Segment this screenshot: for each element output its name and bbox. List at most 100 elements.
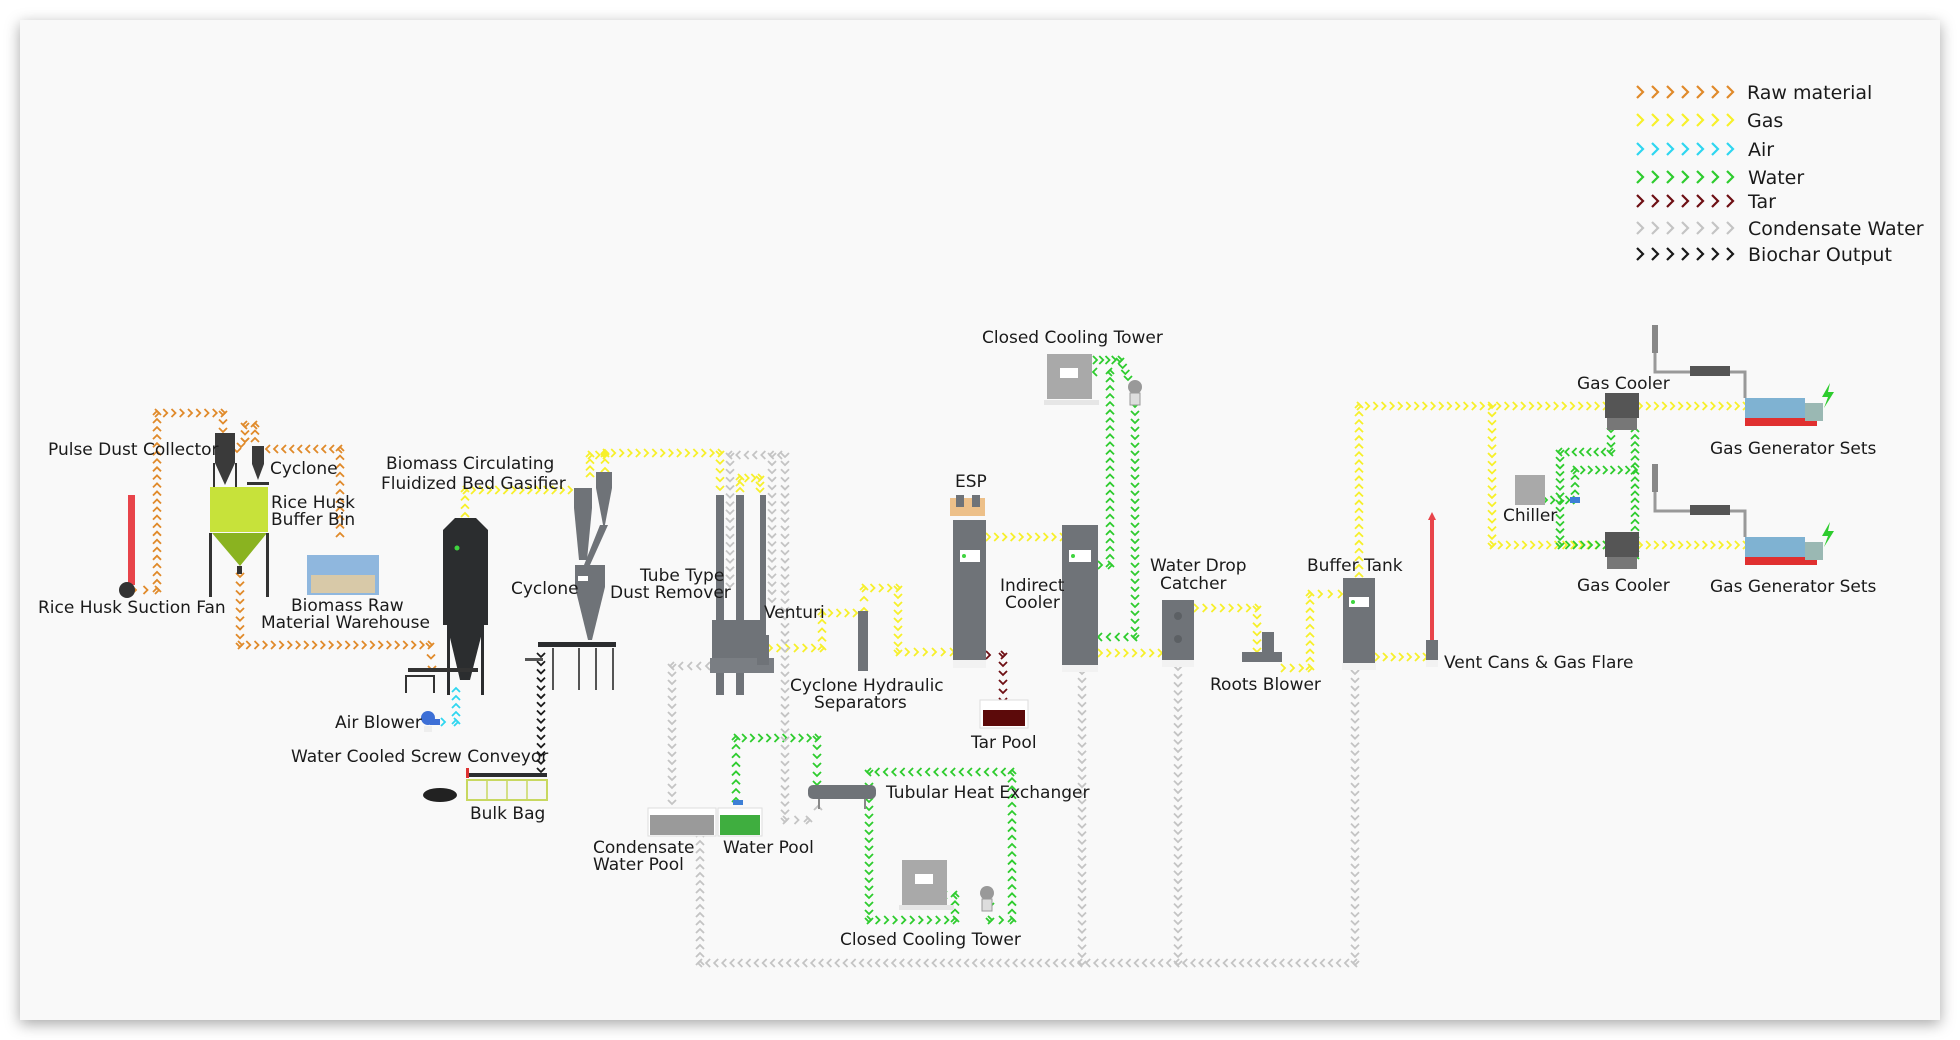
legend-chevron xyxy=(1681,221,1690,235)
flow-chevron xyxy=(1084,958,1091,968)
gas-buffer-to-flare xyxy=(1374,652,1429,662)
flow-chevron xyxy=(1130,586,1140,593)
flow-chevron xyxy=(1406,652,1413,662)
legend-chevron xyxy=(1726,113,1735,127)
flow-chevron xyxy=(780,752,790,759)
label-water-drop-catcher-1: Water Drop xyxy=(1150,556,1247,576)
legend-chevron xyxy=(1636,247,1645,261)
flow-chevron xyxy=(1230,958,1237,968)
flow-chevron xyxy=(767,508,777,515)
flow-chevron xyxy=(394,640,401,650)
flow-chevron xyxy=(1311,958,1318,968)
flow-chevron xyxy=(1130,458,1140,465)
label-gas-cooler-1: Gas Cooler xyxy=(1577,374,1670,394)
flow-chevron xyxy=(1350,839,1360,846)
flow-chevron xyxy=(1569,401,1576,411)
flow-chevron xyxy=(245,640,252,650)
flow-chevron xyxy=(170,408,177,418)
flow-chevron xyxy=(535,485,541,495)
flow-chevron xyxy=(780,671,790,678)
flow-chevron xyxy=(1354,547,1364,554)
flow-chevron xyxy=(336,640,343,650)
flow-chevron xyxy=(667,799,677,806)
flow-chevron xyxy=(1004,958,1010,968)
flow-chevron xyxy=(1007,908,1017,915)
flow-chevron xyxy=(1630,433,1640,440)
flow-chevron xyxy=(1677,540,1684,550)
flow-chevron xyxy=(152,538,162,545)
flow-chevron xyxy=(1007,850,1017,857)
flow-chevron xyxy=(1350,758,1360,765)
flow-chevron xyxy=(780,468,790,475)
flow-chevron xyxy=(1354,459,1364,465)
flow-chevron xyxy=(335,497,345,504)
flow-chevron xyxy=(1105,376,1115,383)
flow-chevron xyxy=(1354,571,1364,578)
water-gascooler-chiller-1 xyxy=(1555,427,1616,550)
flow-chevron xyxy=(817,627,827,634)
legend-chevron xyxy=(1636,170,1645,184)
flow-chevron xyxy=(1105,384,1115,391)
flow-chevron xyxy=(1077,822,1087,829)
buffer-tank xyxy=(1342,578,1376,670)
flow-chevron xyxy=(1007,892,1017,898)
flow-chevron xyxy=(1562,540,1568,550)
flow-chevron xyxy=(1105,553,1115,560)
flow-chevron xyxy=(859,606,869,613)
bulk-bag xyxy=(466,779,548,801)
flow-chevron xyxy=(1593,447,1600,457)
flow-chevron xyxy=(667,695,677,702)
label-air-blower: Air Blower xyxy=(335,713,422,733)
flow-chevron xyxy=(1549,495,1556,505)
gas-dust-loop xyxy=(735,473,765,494)
flow-chevron xyxy=(709,448,716,458)
flow-chevron xyxy=(858,958,865,968)
flow-chevron xyxy=(1438,401,1445,411)
flow-chevron xyxy=(725,517,735,524)
flow-chevron xyxy=(250,429,260,436)
flow-chevron xyxy=(335,462,345,469)
flow-chevron xyxy=(983,767,990,777)
flow-chevron xyxy=(1489,540,1496,550)
flow-chevron xyxy=(1210,603,1217,613)
legend-chevron xyxy=(1696,221,1705,235)
flow-chevron xyxy=(987,958,994,968)
flow-chevron xyxy=(767,476,777,483)
flow-chevron xyxy=(767,589,777,596)
flow-chevron xyxy=(152,586,162,593)
flow-chevron xyxy=(1007,809,1017,816)
flow-chevron xyxy=(536,677,546,683)
flow-chevron xyxy=(667,775,677,782)
flow-chevron xyxy=(1008,767,1015,777)
flow-chevron xyxy=(1564,447,1570,457)
flow-chevron xyxy=(1607,447,1614,457)
flow-chevron xyxy=(1487,427,1497,434)
flow-chevron xyxy=(817,618,827,625)
flow-chevron xyxy=(567,485,574,495)
flow-chevron xyxy=(864,821,874,828)
flow-chevron xyxy=(1206,958,1213,968)
flow-chevron xyxy=(1105,433,1115,439)
flow-chevron xyxy=(1372,401,1379,411)
flow-chevron xyxy=(1068,958,1075,968)
flow-chevron xyxy=(1105,449,1115,456)
flow-chevron xyxy=(1077,814,1087,821)
flow-chevron xyxy=(152,458,162,464)
flow-chevron xyxy=(802,643,808,653)
flow-chevron xyxy=(780,703,790,710)
label-rice-husk-suction-fan: Rice Husk Suction Fan xyxy=(38,598,226,618)
label-tubular-heat-exchanger: Tubular Heat Exchanger xyxy=(885,783,1089,803)
flow-chevron xyxy=(410,640,417,650)
flow-chevron xyxy=(998,679,1008,686)
flow-chevron xyxy=(1350,855,1360,862)
flow-chevron xyxy=(893,625,903,632)
flow-chevron xyxy=(1630,476,1640,483)
flow-chevron xyxy=(998,670,1008,677)
biomass-raw-material-warehouse xyxy=(307,555,379,595)
flow-chevron xyxy=(536,726,546,733)
flow-chevron xyxy=(874,958,881,968)
flow-chevron xyxy=(235,633,245,640)
flow-chevron xyxy=(780,728,790,735)
label-gasifier-2: Fluidized Bed Gasifier xyxy=(381,474,566,494)
flow-chevron xyxy=(1354,531,1364,538)
